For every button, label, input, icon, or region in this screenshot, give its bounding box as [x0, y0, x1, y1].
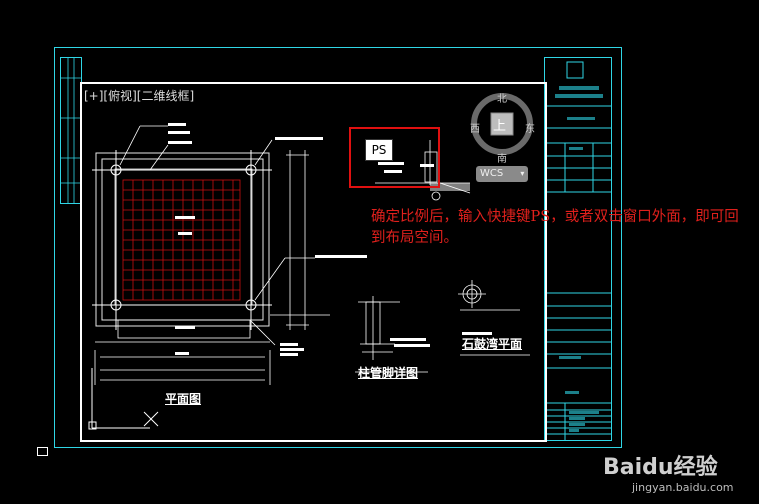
binding-strip-lines [61, 58, 81, 203]
viewport-label[interactable]: [+][俯视][二维线框] [84, 89, 195, 103]
plan-title: 平面图 [165, 392, 202, 406]
wcs-label: WCS [480, 168, 504, 179]
column-foot-detail-title: 柱管脚详图 [358, 366, 419, 380]
stone-drum-plan-title: 石鼓湾平面 [462, 337, 523, 351]
corner-marker [37, 447, 48, 456]
baidu-logo: Baidu经验 [603, 455, 718, 480]
wcs-menu[interactable]: WCS ▾ [476, 166, 528, 182]
baidu-url: jingyan.baidu.com [632, 481, 734, 494]
viewcube-face-top[interactable]: 上 [493, 119, 507, 134]
compass-south[interactable]: 南 [497, 154, 507, 165]
compass-east[interactable]: 东 [525, 124, 535, 135]
title-block [544, 57, 612, 441]
highlight-box [349, 127, 440, 188]
layout-paper-frame [54, 47, 622, 448]
paving-grid [122, 179, 241, 301]
ps-command-badge: PS [365, 139, 393, 161]
instruction-note: 确定比例后，输入快捷键PS，或者双击窗口外面，即可回到布局空间。 [371, 209, 739, 246]
compass-north[interactable]: 北 [497, 94, 507, 105]
viewcube-compass[interactable] [465, 86, 545, 166]
chevron-down-icon: ▾ [520, 169, 525, 178]
model-viewport[interactable] [80, 82, 547, 442]
compass-west[interactable]: 西 [470, 124, 480, 135]
title-block-grid [545, 61, 611, 440]
